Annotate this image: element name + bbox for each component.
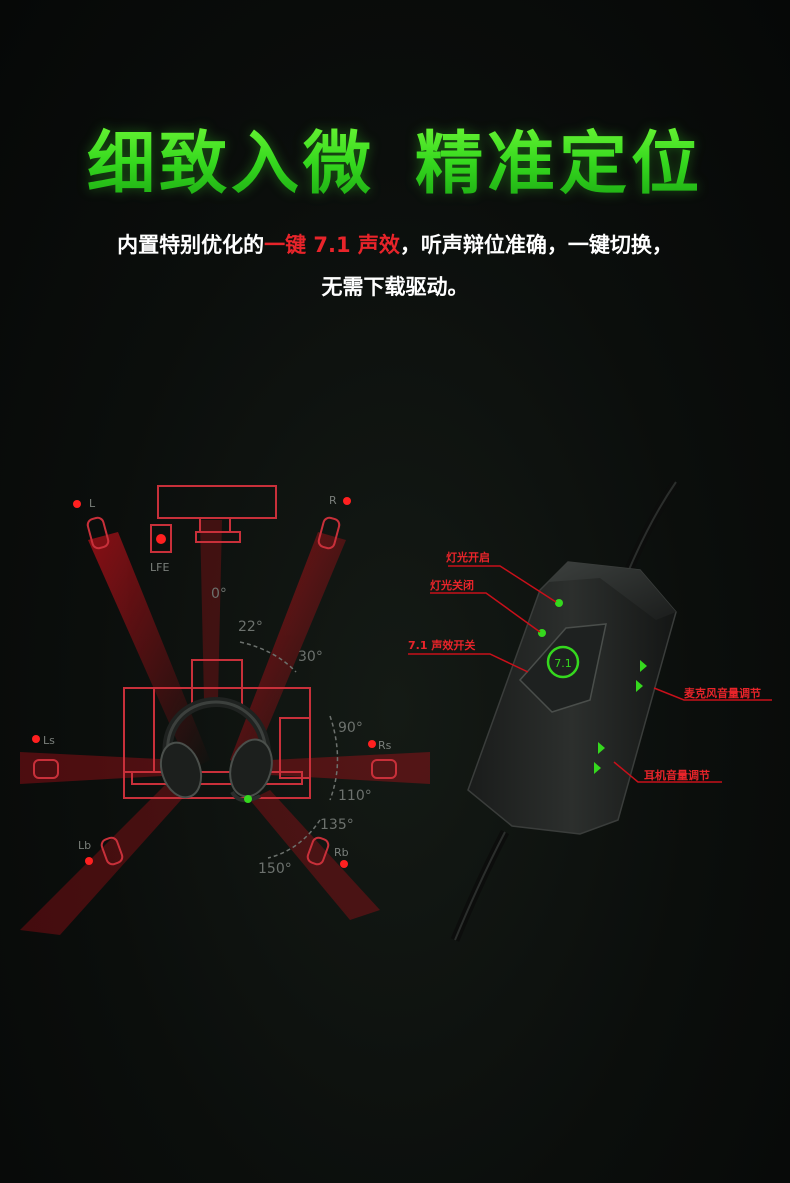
speaker-rs: Rs [368,739,397,779]
led-light-on-icon [555,599,563,607]
angle-110: 110° [338,788,372,804]
headline: 细致入微精准定位 [0,108,790,207]
speaker-l: L [73,497,110,550]
description-line2: 无需下载驱动。 [321,275,469,299]
speaker-r: R [317,494,351,550]
surround-button-label: 7.1 [554,657,572,670]
headline-part1: 细致入微 [86,125,375,204]
angle-0: 0° [211,586,227,602]
label-headphone-volume: 耳机音量调节 [644,768,710,782]
tv-icon [157,485,277,543]
sound-beams [20,520,430,935]
mic-volume-wheel[interactable] [636,660,647,692]
label-lb: Lb [78,839,91,852]
cable-top [623,479,680,574]
speaker-diagram: LFE L R Ls Rs Lb [20,485,430,935]
headphones-icon [159,697,273,803]
label-rs: Rs [378,739,392,752]
angle-30: 30° [298,649,323,665]
label-l: L [89,497,96,510]
angle-arcs [239,641,339,859]
label-light-on: 灯光开启 [446,550,490,564]
speaker-lb: Lb [78,836,124,866]
surround-button[interactable]: 7.1 [518,623,607,713]
couch-icon [123,659,311,799]
label-rb: Rb [334,846,349,859]
desc-text-b: ，听声辩位准确，一键切换， [399,233,673,257]
desc-highlight: 一键 7.1 声效 [264,233,400,257]
angle-90: 90° [338,720,363,736]
inline-controller: 7.1 灯光开启 灯光关闭 7.1 声效开关 麦克风音量调节 耳机音量调节 [408,479,772,942]
speaker-ls: Ls [32,734,59,779]
description: 内置特别优化的一键 7.1 声效，听声辩位准确，一键切换， 无需下载驱动。 [0,224,790,308]
led-light-off-icon [538,629,546,637]
subwoofer-icon [150,524,172,553]
desc-text-a: 内置特别优化的 [117,233,265,257]
label-surround-toggle: 7.1 声效开关 [408,638,475,652]
label-mic-volume: 麦克风音量调节 [684,686,761,700]
headline-part2: 精准定位 [415,125,704,204]
headphone-volume-wheel[interactable] [594,742,605,774]
description-line1: 内置特别优化的一键 7.1 声效，听声辩位准确，一键切换， [0,224,790,266]
angle-150: 150° [258,861,292,877]
angle-22: 22° [238,619,263,635]
label-lfe: LFE [150,561,169,574]
label-r: R [329,494,337,507]
speaker-rb: Rb [306,836,349,868]
callout-lines [408,565,772,783]
label-light-off: 灯光关闭 [430,578,474,592]
label-ls: Ls [43,734,55,747]
angle-135: 135° [320,817,354,833]
